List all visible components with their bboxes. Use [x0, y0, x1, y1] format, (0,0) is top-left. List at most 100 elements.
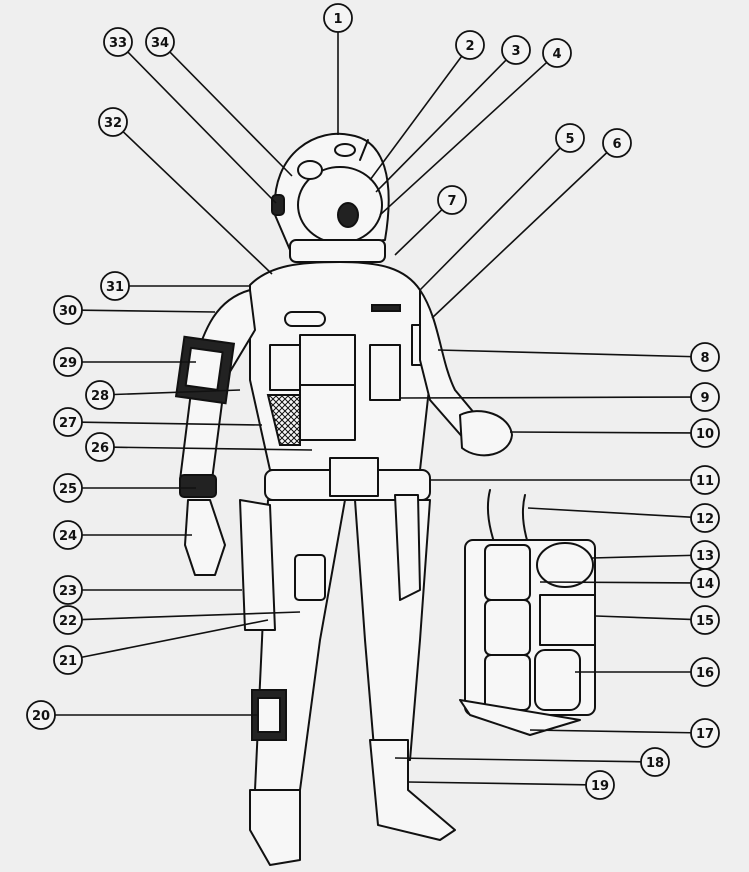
- leader-line: [113, 446, 313, 451]
- callout-circle: [602, 128, 632, 158]
- callout-circle: [542, 38, 572, 68]
- callout-circle: [555, 123, 585, 153]
- callout-circle: [53, 520, 83, 550]
- callout-14: 14: [539, 568, 720, 598]
- callout-circle: [437, 185, 467, 215]
- callout-number: 28: [91, 389, 109, 404]
- callout-19: 19: [407, 770, 615, 800]
- callout-circle: [501, 35, 531, 65]
- callout-number: 13: [696, 549, 714, 564]
- callout-number: 4: [552, 47, 561, 62]
- leader-line: [527, 507, 692, 519]
- callout-10: 10: [509, 418, 720, 448]
- callout-number: 8: [700, 351, 709, 366]
- callout-number: 24: [59, 529, 77, 544]
- callout-number: 22: [59, 614, 77, 629]
- leader-line: [369, 55, 463, 181]
- leader-line: [595, 615, 692, 621]
- left-arm: [174, 289, 256, 576]
- callout-number: 15: [696, 614, 714, 629]
- callout-number: 5: [565, 132, 574, 147]
- callout-11: 11: [430, 465, 720, 495]
- leader-line: [509, 431, 692, 434]
- callout-number: 32: [104, 116, 122, 131]
- backpack: [459, 489, 596, 736]
- torso: [249, 261, 435, 501]
- leader-line: [437, 349, 692, 358]
- leader-line: [113, 389, 241, 396]
- callout-number: 12: [696, 512, 714, 527]
- leader-line: [394, 209, 443, 256]
- callout-circle: [690, 382, 720, 412]
- leader-line: [591, 554, 692, 559]
- callout-circle: [98, 107, 128, 137]
- callout-circle: [53, 605, 83, 635]
- callout-number: 10: [696, 427, 714, 442]
- callout-number: 14: [696, 577, 714, 592]
- leader-line: [394, 757, 642, 763]
- callout-circle: [690, 718, 720, 748]
- leader-line: [169, 51, 293, 177]
- callout-number: 23: [59, 584, 77, 599]
- legs: [239, 494, 456, 866]
- callout-circle: [690, 465, 720, 495]
- leader-line: [81, 619, 269, 659]
- leader-line: [81, 421, 263, 426]
- callout-15: 15: [595, 605, 720, 635]
- callout-number: 31: [106, 280, 124, 295]
- right-arm: [419, 289, 513, 457]
- callout-16: 16: [575, 657, 720, 687]
- helmet: [271, 132, 390, 263]
- callout-12: 12: [527, 503, 720, 533]
- callout-29: 29: [53, 347, 196, 377]
- leader-line: [122, 131, 273, 275]
- callout-circle: [53, 645, 83, 675]
- callout-number: 7: [447, 194, 456, 209]
- callout-circle: [690, 605, 720, 635]
- callout-32: 32: [98, 107, 273, 275]
- callout-21: 21: [53, 619, 269, 675]
- leader-line: [375, 59, 507, 193]
- callout-13: 13: [591, 540, 720, 570]
- leader-line: [81, 611, 301, 621]
- callout-circle: [53, 347, 83, 377]
- callout-circle: [690, 418, 720, 448]
- callout-17: 17: [529, 718, 720, 748]
- callout-3: 3: [375, 35, 531, 193]
- callout-number: 21: [59, 654, 77, 669]
- callout-28: 28: [85, 380, 241, 410]
- callout-20: 20: [26, 700, 258, 730]
- callout-27: 27: [53, 407, 263, 437]
- callout-circle: [323, 3, 353, 33]
- callout-number: 29: [59, 356, 77, 371]
- callout-7: 7: [394, 185, 467, 256]
- callout-31: 31: [100, 271, 250, 301]
- callout-9: 9: [399, 382, 720, 412]
- callout-number: 27: [59, 416, 77, 431]
- leader-line: [431, 152, 608, 319]
- callout-circle: [53, 295, 83, 325]
- callout-number: 20: [32, 709, 50, 724]
- callout-number: 9: [700, 391, 709, 406]
- leader-line: [399, 396, 692, 399]
- callout-23: 23: [53, 575, 242, 605]
- callout-circle: [26, 700, 56, 730]
- callout-number: 26: [91, 441, 109, 456]
- leader-line: [379, 61, 548, 216]
- callout-5: 5: [419, 123, 585, 291]
- callout-number: 1: [333, 12, 342, 27]
- leader-line: [407, 781, 587, 786]
- callout-number: 17: [696, 727, 714, 742]
- callout-circle: [690, 568, 720, 598]
- callout-33: 33: [103, 27, 277, 204]
- callout-6: 6: [431, 128, 632, 319]
- leader-line: [529, 729, 692, 734]
- callout-number: 33: [109, 36, 127, 51]
- leader-line: [419, 147, 561, 291]
- leader-line: [127, 51, 277, 204]
- callout-circle: [53, 407, 83, 437]
- callout-number: 19: [591, 779, 609, 794]
- callout-26: 26: [85, 432, 313, 462]
